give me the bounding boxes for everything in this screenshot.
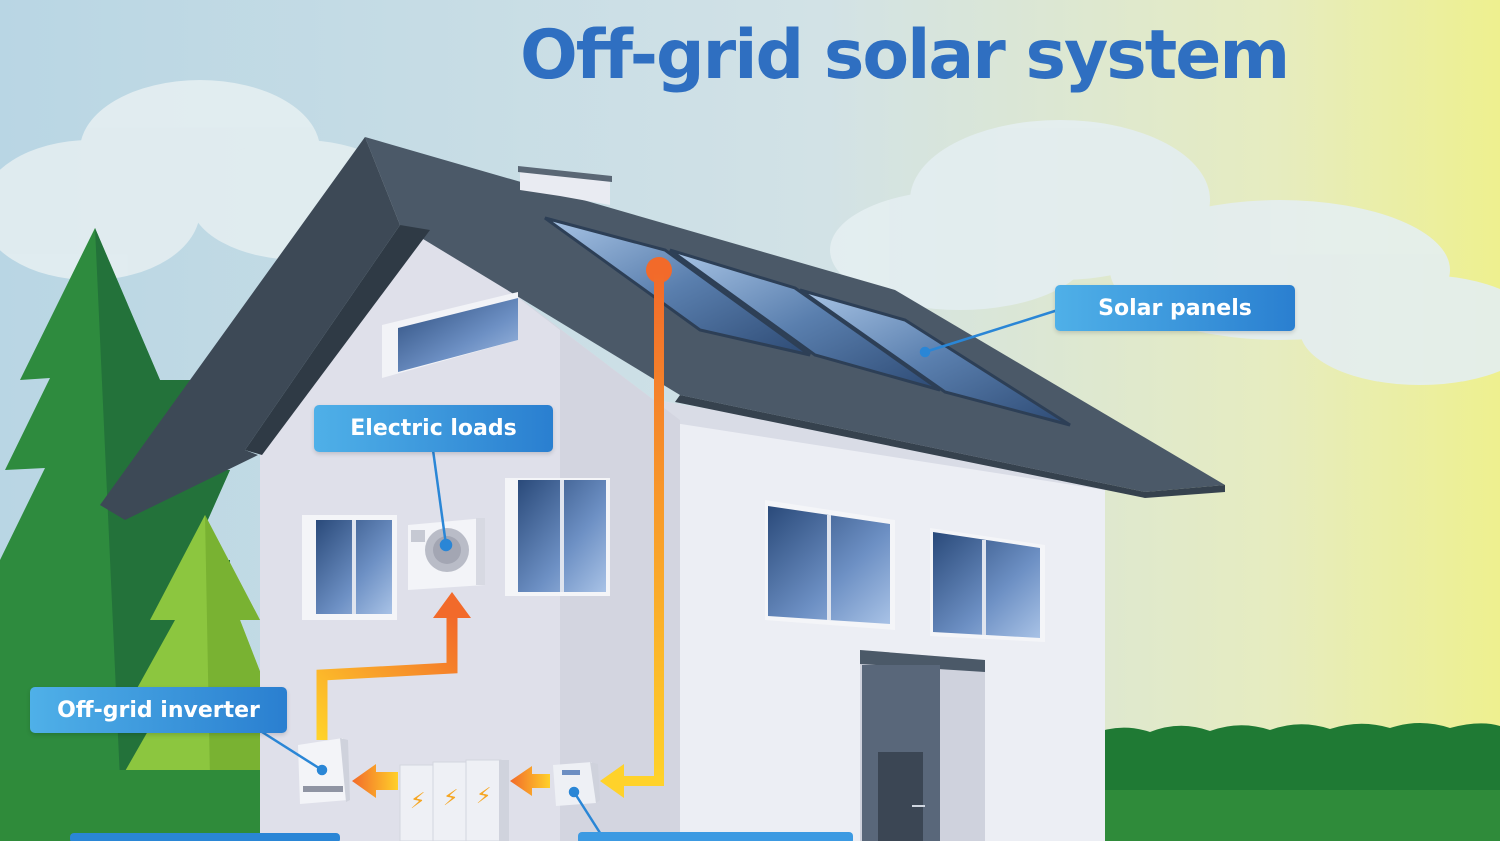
label-offgrid-inverter: Off-grid inverter (30, 687, 287, 733)
svg-text:⚡: ⚡ (443, 786, 458, 811)
battery-bank: ⚡ ⚡ ⚡ (399, 759, 509, 841)
house-wall-right-top (655, 400, 1105, 490)
window-mid (505, 478, 610, 596)
label-solar-panels: Solar panels (1055, 285, 1295, 331)
ground-left (0, 770, 300, 841)
window-right-1 (765, 500, 895, 630)
svg-text:⚡: ⚡ (476, 784, 491, 809)
arrow-controller-to-battery (510, 766, 550, 796)
window-right-2 (930, 528, 1045, 642)
label-partial-bottom (578, 832, 853, 841)
label-electric-loads: Electric loads (314, 405, 553, 452)
label-partial-left (70, 833, 340, 841)
svg-text:⚡: ⚡ (410, 789, 425, 814)
callout-lines (261, 308, 1059, 837)
solar-panels (544, 216, 1071, 427)
grass-right (1090, 790, 1500, 841)
attic-vent (382, 292, 518, 378)
diagram-title: Off-grid solar system (520, 16, 1290, 95)
door (860, 650, 985, 841)
roof-gable-inner (245, 225, 430, 455)
house-wall-front-shade (430, 230, 680, 841)
chimney (518, 166, 612, 205)
flow-panel-to-controller (600, 257, 672, 798)
arrow-battery-to-inverter (352, 764, 398, 798)
hedge-right (1090, 723, 1500, 800)
roof-gable-edge (100, 137, 400, 520)
charge-controller (553, 762, 600, 806)
flow-inverter-to-load (316, 592, 471, 740)
window-left (302, 515, 397, 620)
ac-unit (408, 518, 485, 590)
